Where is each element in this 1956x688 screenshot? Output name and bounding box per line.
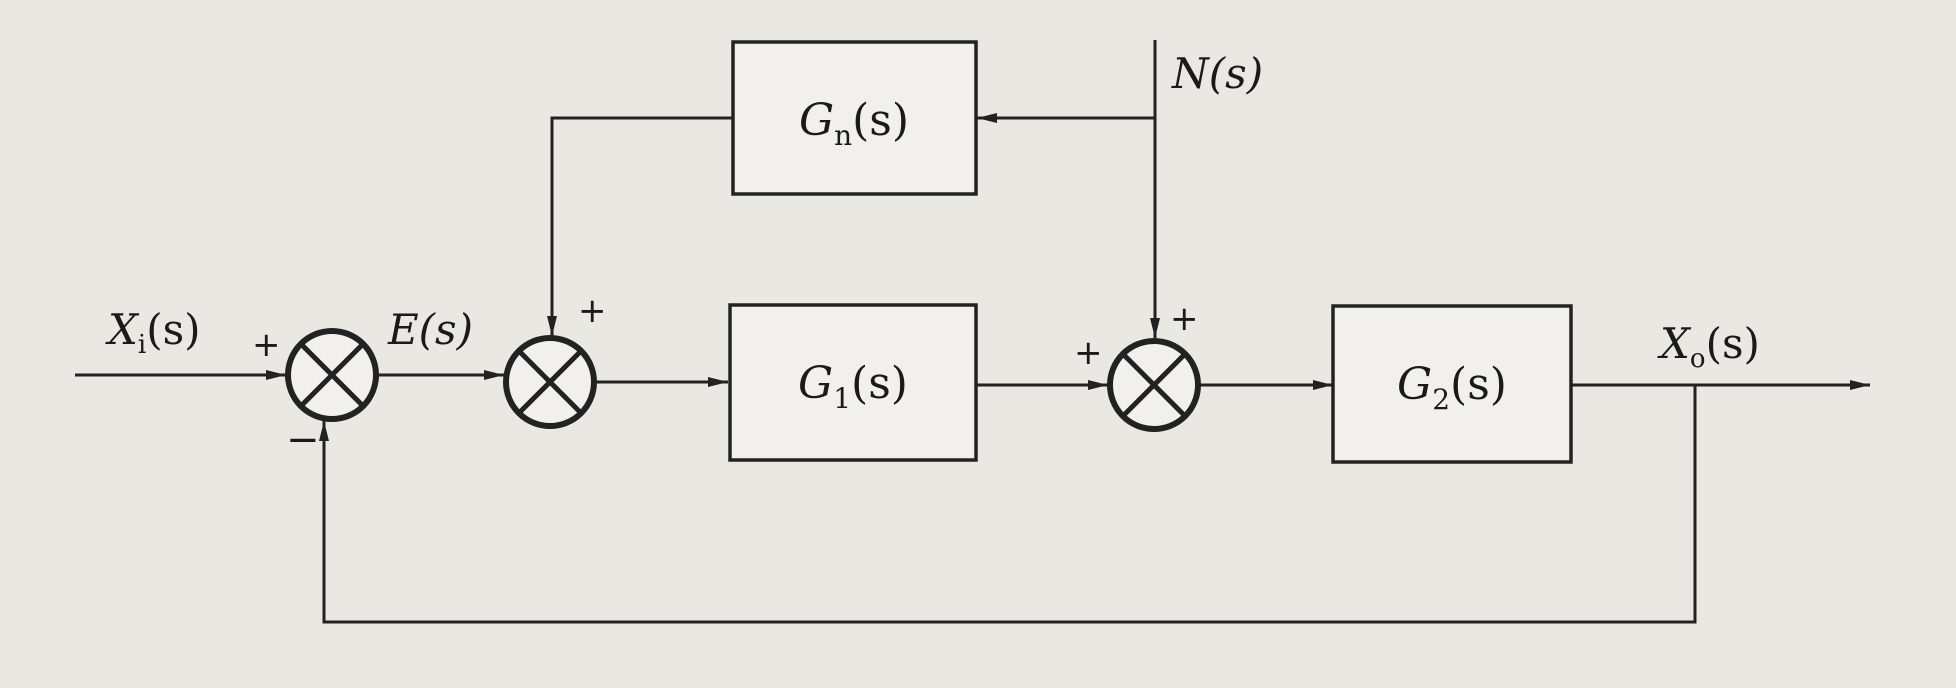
summing-junction-1	[285, 328, 379, 422]
g1-block	[728, 303, 978, 462]
gn-block-label: Gn(s)	[799, 95, 909, 152]
summing-junction-2	[503, 335, 597, 429]
sum1-plus-sign: +	[252, 325, 281, 365]
sum3-noise-plus-sign: +	[1170, 299, 1199, 339]
g2-block-label: G2(s)	[1397, 359, 1507, 416]
input-signal-label: Xi(s)	[105, 305, 201, 360]
gn-to-sum2-path	[547, 116, 733, 336]
g1-block-label: G1(s)	[798, 358, 908, 415]
sum2-plus-sign: +	[578, 291, 607, 331]
g2-block	[1331, 304, 1573, 464]
sum3-forward-plus-sign: +	[1074, 333, 1103, 373]
feedback-path	[319, 385, 1697, 624]
noise-signal-label: N(s)	[1171, 49, 1263, 98]
summing-junction-3	[1107, 338, 1201, 432]
output-signal-label: Xo(s)	[1657, 319, 1760, 374]
error-signal-label: E(s)	[387, 305, 473, 354]
gn-block	[731, 40, 978, 196]
sum1-minus-sign: −	[286, 417, 320, 463]
